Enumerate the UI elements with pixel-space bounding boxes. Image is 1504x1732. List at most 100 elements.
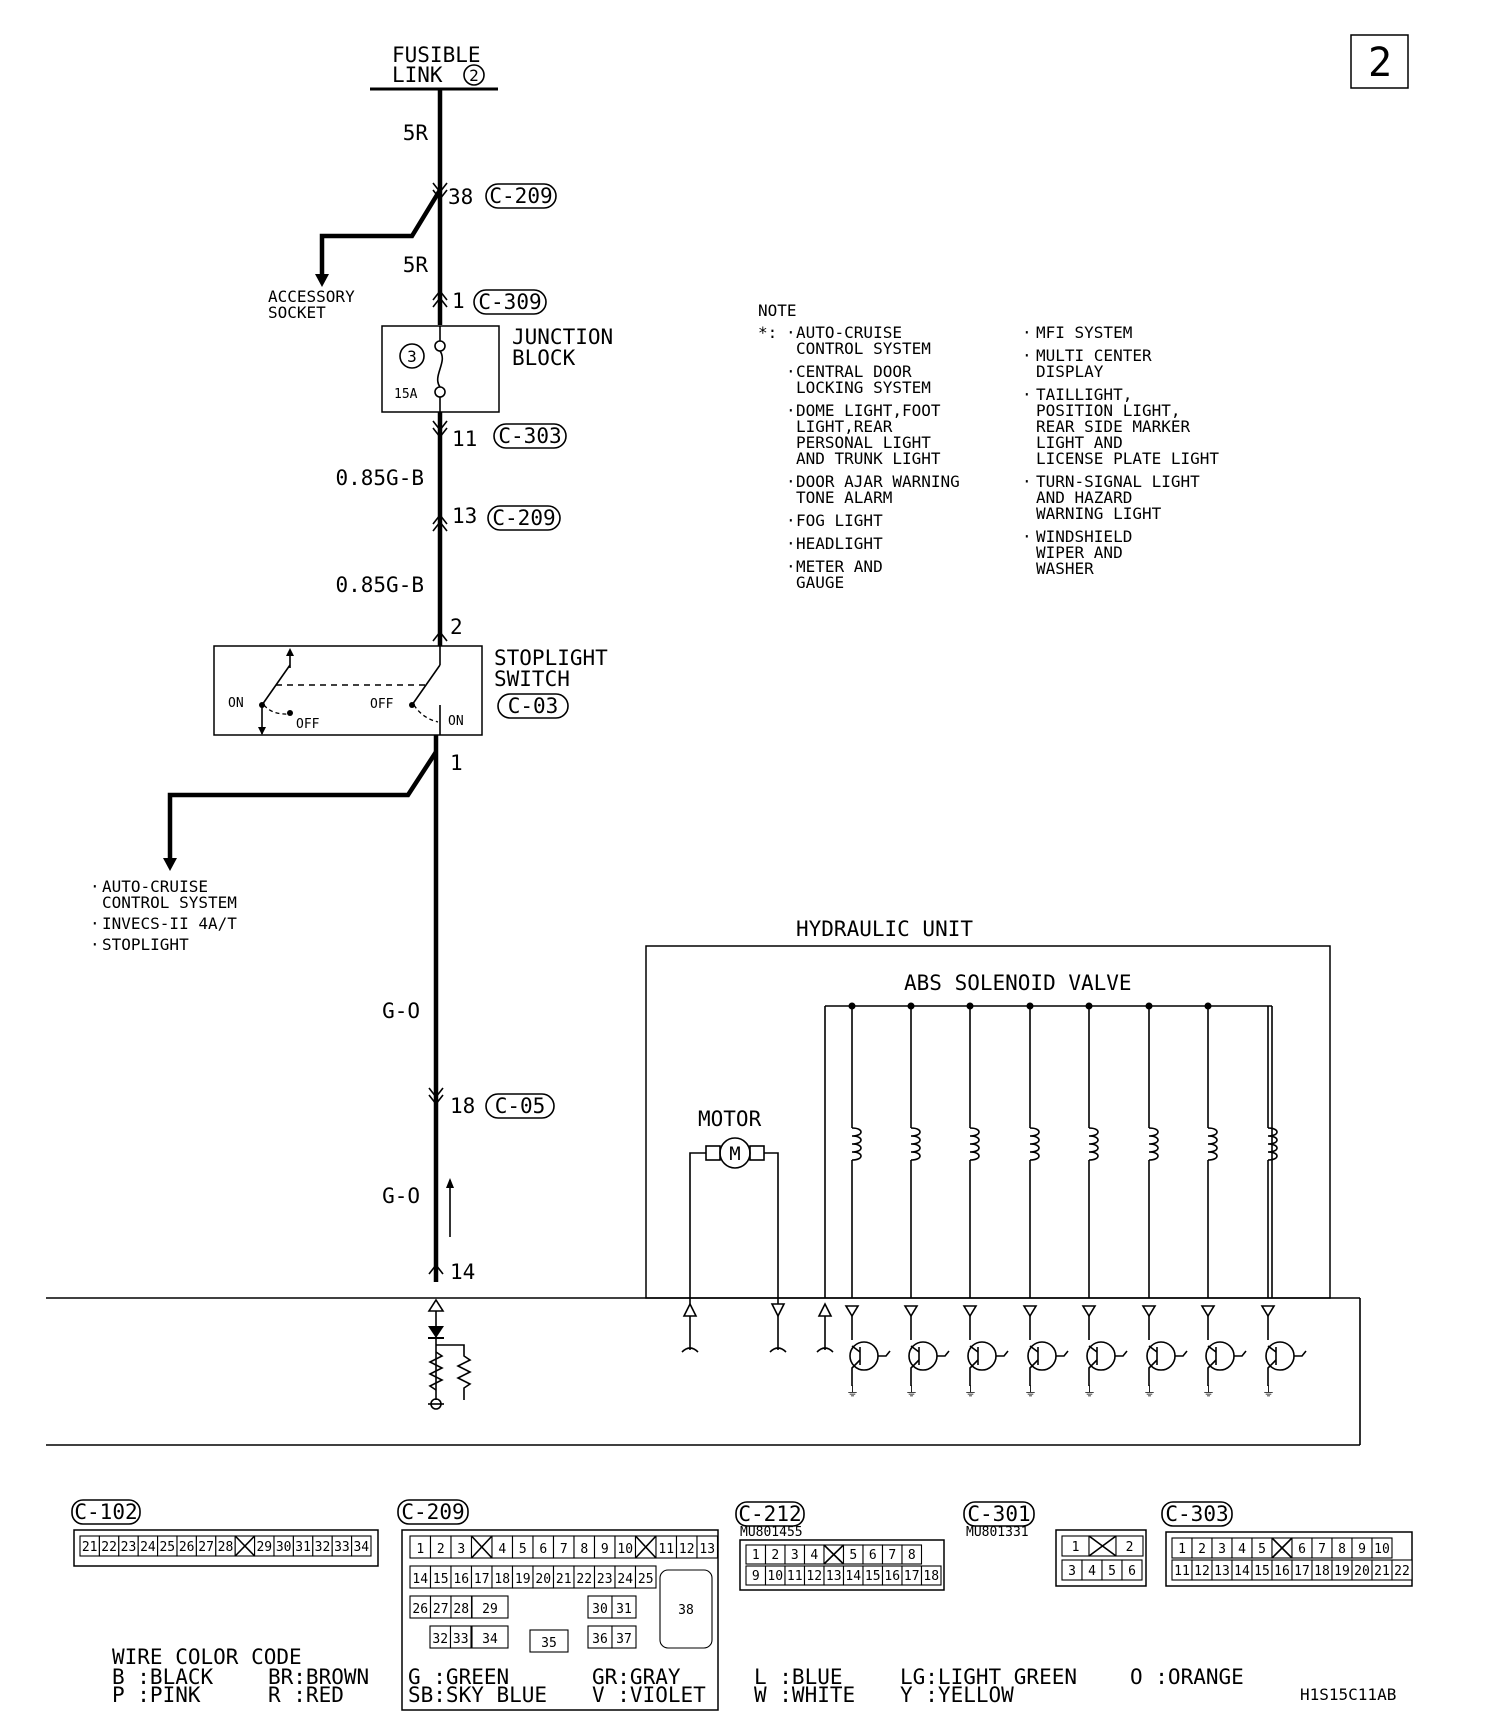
ground-mark: ⏚ [964, 1385, 977, 1400]
transistor-collector [851, 1345, 861, 1353]
note-col2-line: AND HAZARD [1036, 488, 1132, 507]
switch-on-right: ON [448, 714, 464, 729]
c303-pin: 17 [1294, 1564, 1310, 1579]
c301-pin: 4 [1088, 1564, 1096, 1579]
c209-pin: 31 [616, 1602, 632, 1617]
transistor-collector [1029, 1345, 1039, 1353]
conn-c303-oval [493, 423, 567, 449]
wire-color-entry: Y :YELLOW [900, 1683, 1014, 1707]
c209-pin: 3 [457, 1542, 465, 1557]
connector-title: C-102 [74, 1500, 137, 1524]
solenoid-coil [910, 1127, 921, 1161]
wire-color-entry: GR:GRAY [592, 1665, 681, 1689]
c209-pin: 1 [416, 1542, 424, 1557]
wire-color-entry: B :BLACK [112, 1665, 214, 1689]
c212-pin: 18 [923, 1569, 939, 1584]
transistor-emitter [1267, 1359, 1277, 1386]
switch-contact-2 [411, 664, 441, 706]
conn-c303: C-303 [498, 424, 561, 448]
ecu-lead-tail [681, 1347, 699, 1353]
switch-arrow-up-head [286, 648, 294, 656]
figure-code: H1S15C11AB [1300, 1685, 1396, 1704]
connector-title-oval [1161, 1501, 1233, 1527]
c209-cell [611, 1625, 637, 1649]
c212-pin: 8 [908, 1548, 916, 1563]
c303-pin: 21 [1374, 1564, 1390, 1579]
wire-color-entry: P :PINK [112, 1683, 201, 1707]
conn-c03-oval [497, 693, 569, 719]
blank-pin-mark [1271, 1537, 1293, 1559]
c209-pin: 24 [617, 1572, 633, 1587]
c303-pin: 13 [1214, 1564, 1230, 1579]
conn-c309-oval [473, 289, 547, 315]
blank-pin-mark [470, 1535, 493, 1559]
branch-target-1: AUTO-CRUISE [102, 877, 208, 896]
transistor-emitter [851, 1359, 861, 1386]
c303-pin: 4 [1238, 1542, 1246, 1557]
note-col2-line: DISPLAY [1036, 362, 1104, 381]
transistor-emitter [1207, 1359, 1217, 1386]
transistor-gate-lead [1234, 1350, 1247, 1357]
note-col1-bullet: · [786, 511, 796, 530]
c209-pin: 2 [437, 1542, 445, 1557]
c212-cell [901, 1544, 923, 1565]
note-col1-line: DOME LIGHT,FOOT [796, 401, 941, 420]
c102-pin: 30 [276, 1540, 292, 1555]
transistor-emitter [969, 1359, 979, 1386]
c209-pin: 26 [412, 1602, 428, 1617]
ecu-valve-terminal [1081, 1305, 1097, 1318]
transistor-collector [969, 1345, 979, 1353]
c301-pin: 3 [1068, 1564, 1076, 1579]
note-col1-line: DOOR AJAR WARNING [796, 472, 960, 491]
note-col1-line: CONTROL SYSTEM [796, 339, 931, 358]
conn-c05: C-05 [495, 1094, 546, 1118]
transistor-emitter [1148, 1359, 1158, 1386]
c209-pin: 17 [474, 1572, 490, 1587]
switch-dot-2 [409, 702, 415, 708]
motor-brush-left [705, 1145, 721, 1161]
ecu-input-terminal [427, 1298, 445, 1312]
transistor-collector [1088, 1345, 1098, 1353]
note-col1-line: GAUGE [796, 573, 844, 592]
ecu-lead-tail [816, 1347, 834, 1353]
c209-pin: 5 [519, 1542, 527, 1557]
c303-pin: 8 [1338, 1542, 1346, 1557]
pin-11: 11 [452, 427, 477, 451]
c209-pin: 27 [433, 1602, 449, 1617]
note-col1-line: HEADLIGHT [796, 534, 883, 553]
c209-pin: 30 [592, 1602, 608, 1617]
c212-pin: 12 [806, 1569, 822, 1584]
c212-cell [920, 1565, 942, 1586]
c209-pin: 11 [658, 1542, 674, 1557]
wire-label-4: 0.85G-B [335, 573, 424, 597]
c212-pin: 13 [826, 1569, 842, 1584]
c212-pin: 15 [865, 1569, 881, 1584]
c303-pin: 2 [1198, 1542, 1206, 1557]
c303-pin: 20 [1354, 1564, 1370, 1579]
c209-pin: 4 [498, 1542, 506, 1557]
pin-14: 14 [450, 1260, 475, 1284]
c303-cell [1371, 1537, 1393, 1559]
wire-color-entry: R :RED [268, 1683, 344, 1707]
c209-pin: 21 [556, 1572, 572, 1587]
c303-pin: 16 [1274, 1564, 1290, 1579]
c102-pin: 34 [353, 1540, 369, 1555]
c102-pin: 28 [218, 1540, 234, 1555]
c102-pin: 29 [256, 1540, 272, 1555]
switch-arc-1 [263, 704, 291, 715]
ecu-lead-tail [769, 1347, 787, 1353]
c303-pin: 18 [1314, 1564, 1330, 1579]
solenoid-coil [1029, 1127, 1040, 1161]
switch-on-left: ON [228, 696, 244, 711]
ground-mark: ⏚ [905, 1385, 918, 1400]
c212-pin: 2 [771, 1548, 779, 1563]
wire-color-title: WIRE COLOR CODE [112, 1645, 302, 1669]
bullet-2: · [90, 914, 100, 933]
c212-pin: 10 [767, 1569, 783, 1584]
c301-pin: 2 [1126, 1540, 1134, 1555]
transistor-emitter [910, 1359, 920, 1386]
wire-color-entry: W :WHITE [754, 1683, 855, 1707]
